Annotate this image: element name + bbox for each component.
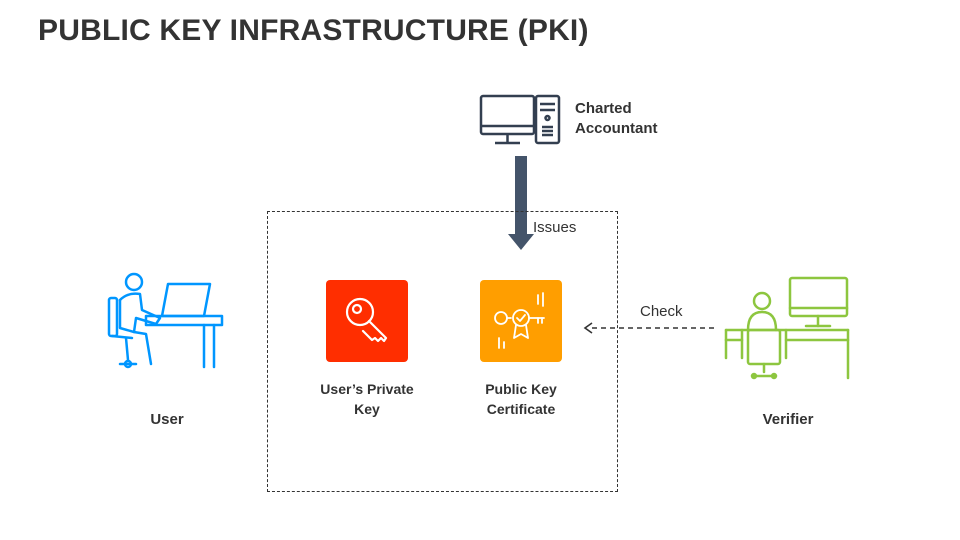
verifier-at-desk-icon xyxy=(724,276,850,380)
private-key-label-line2: Key xyxy=(354,401,380,417)
ca-label: Charted Accountant xyxy=(575,99,658,139)
certificate-label-line2: Certificate xyxy=(486,401,556,417)
issues-label: Issues xyxy=(533,219,577,236)
private-key-tile xyxy=(326,280,408,362)
private-key-label-line1: User’s Private xyxy=(320,381,414,397)
ca-label-line2: Accountant xyxy=(575,120,658,137)
check-arrow xyxy=(583,322,716,334)
certificate-tile xyxy=(480,280,562,362)
private-key-label: User’s Private Key xyxy=(306,379,428,419)
page-title: PUBLIC KEY INFRASTRUCTURE (PKI) xyxy=(38,14,589,47)
key-icon xyxy=(345,297,388,343)
check-label: Check xyxy=(640,303,683,320)
certificate-label: Public Key Certificate xyxy=(461,379,581,419)
user-label: User xyxy=(150,411,184,428)
user-at-laptop-icon xyxy=(107,272,224,369)
ca-label-line1: Charted xyxy=(575,100,632,117)
issues-arrow xyxy=(508,156,534,250)
computer-icon xyxy=(479,94,561,145)
verifier-label: Verifier xyxy=(762,411,814,428)
certificate-key-icon xyxy=(494,292,545,349)
certificate-label-line1: Public Key xyxy=(485,381,557,397)
pki-boundary-frame xyxy=(267,211,618,492)
